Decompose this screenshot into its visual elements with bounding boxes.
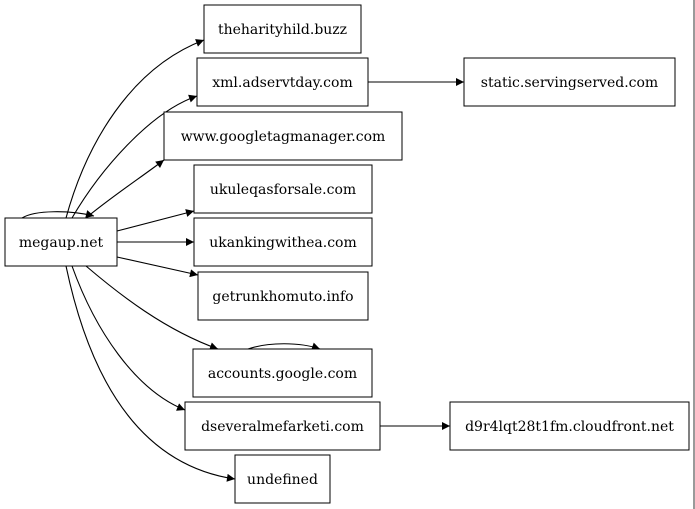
edge-megaup-to-theharityhild — [65, 39, 205, 219]
edge-megaup-to-getrunkhomuto — [116, 256, 199, 278]
node-label: ukuleqasforsale.com — [210, 182, 356, 198]
node-staticservingserved: static.servingserved.com — [463, 57, 676, 107]
node-cloudfront: d9r4lqt28t1fm.cloudfront.net — [449, 401, 690, 451]
node-label: d9r4lqt28t1fm.cloudfront.net — [465, 419, 674, 435]
node-googletagmanager: www.googletagmanager.com — [163, 111, 403, 161]
node-getrunkhomuto: getrunkhomuto.info — [197, 271, 369, 321]
node-theharityhild: theharityhild.buzz — [203, 4, 362, 54]
node-label: www.googletagmanager.com — [181, 129, 386, 145]
edge-accountsgoogle-to-accountsgoogle — [247, 342, 321, 351]
node-label: getrunkhomuto.info — [212, 289, 353, 305]
node-box — [193, 164, 373, 214]
node-box — [203, 4, 362, 54]
edge-megaup-to-ukuleqasforsale — [116, 209, 195, 232]
node-label: megaup.net — [19, 235, 104, 251]
node-label: dseveralmefarketi.com — [201, 419, 364, 435]
edge-megaup-to-googletagmanager — [85, 159, 165, 219]
edge-megaup-to-xmladservtday — [71, 94, 198, 219]
node-box — [197, 271, 369, 321]
edge-megaup-to-megaup — [21, 210, 95, 219]
node-label: xml.adservtday.com — [212, 75, 352, 91]
node-label: undefined — [247, 472, 318, 488]
node-label: theharityhild.buzz — [218, 22, 347, 38]
edge-megaup-to-undefined — [65, 265, 236, 482]
edge-layer — [21, 39, 464, 482]
node-ukankingwithea: ukankingwithea.com — [193, 217, 373, 267]
node-dseveralmefarketi: dseveralmefarketi.com — [184, 401, 381, 451]
window-edge-divider — [693, 0, 695, 509]
node-accountsgoogle: accounts.google.com — [192, 348, 373, 398]
node-megaup: megaup.net — [4, 217, 118, 267]
node-box — [184, 401, 381, 451]
node-xmladservtday: xml.adservtday.com — [196, 57, 369, 107]
edge-megaup-to-dseveralmefarketi — [71, 265, 186, 411]
node-label: static.servingserved.com — [481, 75, 658, 91]
edge-megaup-to-accountsgoogle — [85, 265, 219, 351]
node-label: ukankingwithea.com — [209, 235, 357, 251]
node-ukuleqasforsale: ukuleqasforsale.com — [193, 164, 373, 214]
node-box — [193, 217, 373, 267]
node-box — [196, 57, 369, 107]
node-label: accounts.google.com — [208, 366, 357, 382]
node-undefined: undefined — [234, 454, 331, 504]
node-box — [4, 217, 118, 267]
node-box — [234, 454, 331, 504]
node-box — [463, 57, 676, 107]
node-layer: megaup.net theharityhild.buzz xml.adservtd… — [4, 4, 690, 504]
node-box — [192, 348, 373, 398]
node-box — [163, 111, 403, 161]
node-box — [449, 401, 690, 451]
